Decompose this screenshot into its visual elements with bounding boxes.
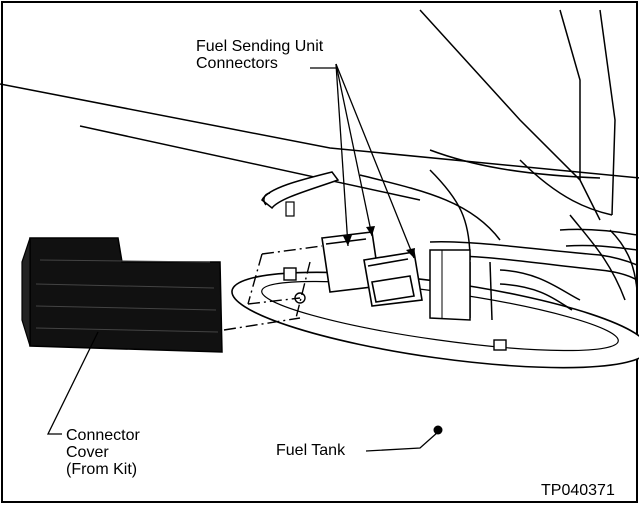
figure-code: TP040371 bbox=[541, 482, 615, 499]
sending-unit-flange bbox=[231, 267, 639, 369]
sending-unit-connectors bbox=[321, 231, 423, 307]
fuel-sending-unit-label-line1: Fuel Sending Unit bbox=[196, 38, 324, 55]
pump-housing bbox=[429, 249, 471, 321]
mounting-bracket bbox=[261, 171, 340, 217]
connector-cover-label-line3: (From Kit) bbox=[66, 461, 138, 478]
projection-lines bbox=[223, 245, 323, 331]
connector-cover-label-line1: Connector bbox=[66, 427, 140, 444]
vehicle-body-lines bbox=[0, 9, 639, 301]
fuel-tank-label: Fuel Tank bbox=[276, 442, 346, 459]
connector-cover-label-line2: Cover bbox=[66, 444, 109, 461]
leader-lines bbox=[46, 63, 439, 452]
fuel-sending-unit-label-line2: Connectors bbox=[196, 55, 278, 72]
fuel-tank-marker bbox=[433, 425, 443, 435]
connector-cover-part bbox=[21, 237, 223, 353]
leader-arrowheads bbox=[343, 226, 415, 258]
